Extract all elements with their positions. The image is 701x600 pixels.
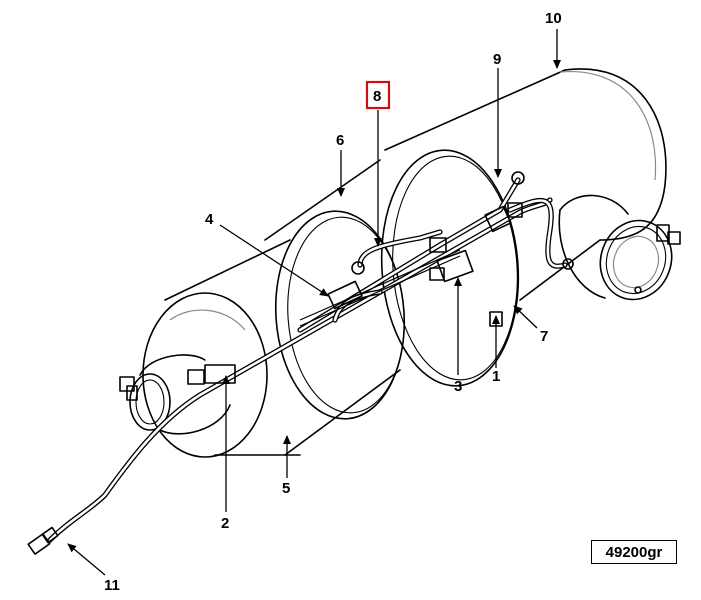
pressure-tube-upper <box>297 171 525 333</box>
sensor-2-body <box>187 364 236 385</box>
pressure-sensor-3 <box>429 249 474 283</box>
callout-8: 8 <box>373 88 381 105</box>
sensor-4-body <box>327 280 363 310</box>
sensor-tube-loop <box>507 197 574 270</box>
outlet-clamp <box>634 224 681 294</box>
leader-lines <box>67 29 561 576</box>
callout-labels: 10 9 6 4 3 1 7 5 2 11 8 <box>104 10 562 594</box>
callout-9: 9 <box>493 51 501 68</box>
callout-11: 11 <box>104 577 120 594</box>
outlet-housing <box>384 68 667 301</box>
callout-3: 3 <box>454 378 462 395</box>
callout-5: 5 <box>282 480 290 497</box>
callout-6: 6 <box>336 132 344 149</box>
callout-10: 10 <box>545 10 562 27</box>
callout-7: 7 <box>540 328 548 345</box>
connector-9 <box>484 202 523 233</box>
callout-2: 2 <box>221 515 229 532</box>
dpf-section <box>264 149 520 456</box>
callout-8-highlight-box <box>365 80 391 110</box>
callout-4: 4 <box>205 211 214 228</box>
pressure-tube-long <box>47 197 553 543</box>
outlet-pipe <box>558 194 673 301</box>
tube-fitting-11 <box>27 526 59 555</box>
callout-1: 1 <box>492 368 500 385</box>
figure-id-box: 49200gr <box>591 540 677 564</box>
figure-id-label: 49200gr <box>605 543 663 561</box>
inlet-clamp <box>119 376 138 401</box>
